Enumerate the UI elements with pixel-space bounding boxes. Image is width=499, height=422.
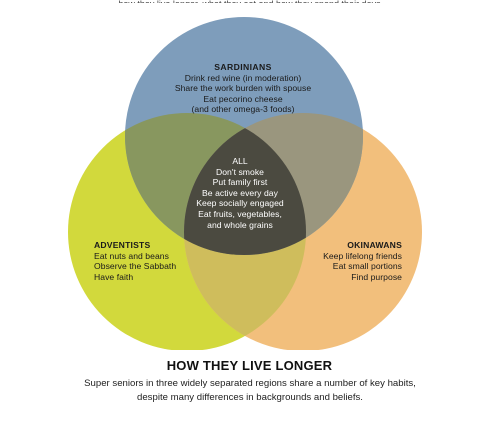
sardinians-heading: SARDINIANS <box>214 62 272 72</box>
adventists-line: Have faith <box>94 271 134 282</box>
sardinians-text: SARDINIANS Drink red wine (in moderation… <box>153 62 333 115</box>
sardinians-line: Share the work burden with spouse <box>174 83 312 94</box>
all-heading: ALL <box>232 156 248 166</box>
all-line: Be active every day <box>202 187 278 198</box>
all-line: Put family first <box>212 177 268 188</box>
okinawans-line: Keep lifelong friends <box>323 250 402 261</box>
okinawans-line: Find purpose <box>351 271 402 282</box>
cropped-top-text: …how they live longer, what they eat and… <box>0 0 499 3</box>
caption-line: despite many differences in backgrounds … <box>137 392 363 403</box>
okinawans-line: Eat small portions <box>332 261 402 272</box>
sardinians-line: Eat pecorino cheese <box>203 93 283 104</box>
all-line: Eat fruits, vegetables, <box>198 208 282 219</box>
overlap-all-center <box>184 113 306 255</box>
adventists-line: Observe the Sabbath <box>94 261 177 272</box>
diagram-caption: Super seniors in three widely separated … <box>40 377 460 405</box>
venn-diagram <box>68 17 422 350</box>
all-line: Don't smoke <box>215 166 265 177</box>
adventists-line: Eat nuts and beans <box>94 250 169 261</box>
all-line: Keep socially engaged <box>196 198 284 209</box>
caption-line: Super seniors in three widely separated … <box>84 378 416 389</box>
sardinians-line: Drink red wine (in moderation) <box>184 72 302 83</box>
diagram-title: HOW THEY LIVE LONGER <box>166 358 333 373</box>
adventists-heading: ADVENTISTS <box>94 240 151 250</box>
all-text: ALL Don't smoke Put family first Be acti… <box>175 156 305 230</box>
okinawans-text: OKINAWANS Keep lifelong friends Eat smal… <box>282 240 402 282</box>
adventists-text: ADVENTISTS Eat nuts and beans Observe th… <box>94 240 214 282</box>
all-line: and whole grains <box>207 219 273 230</box>
okinawans-heading: OKINAWANS <box>347 240 402 250</box>
sardinians-line: (and other omega-3 foods) <box>191 104 295 115</box>
